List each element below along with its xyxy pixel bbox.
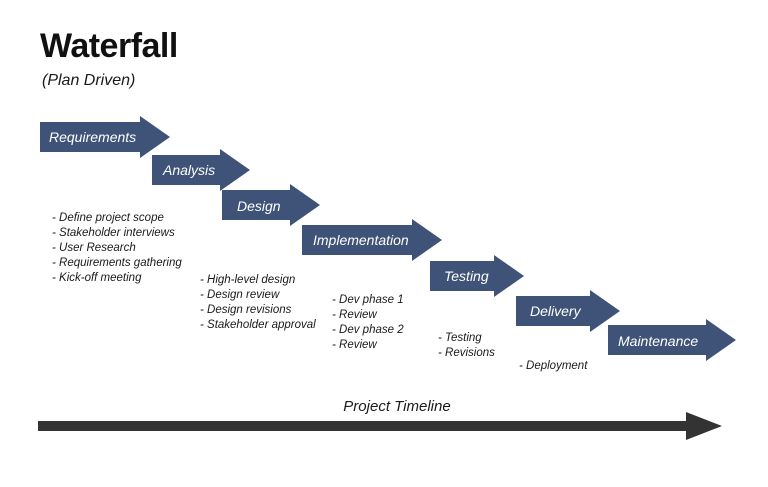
- note-line: - Stakeholder interviews: [52, 227, 175, 239]
- phase-arrow-analysis[interactable]: [152, 149, 250, 191]
- note-line: - Deployment: [519, 360, 588, 372]
- note-line: - User Research: [52, 242, 136, 254]
- notes-testing: - Testing - Revisions: [438, 331, 495, 361]
- note-line: - Design review: [200, 289, 280, 301]
- note-line: - Design revisions: [200, 304, 292, 316]
- note-line: - Kick-off meeting: [52, 272, 142, 284]
- notes-implementation: - Dev phase 1 - Review - Dev phase 2 - R…: [332, 293, 404, 353]
- phase-arrow-delivery[interactable]: [516, 290, 620, 332]
- note-line: - Revisions: [438, 347, 495, 359]
- timeline-label: Project Timeline: [0, 399, 768, 414]
- phase-arrow-maintenance[interactable]: [608, 319, 736, 361]
- note-line: - Stakeholder approval: [200, 319, 316, 331]
- phase-arrow-requirements[interactable]: [40, 116, 170, 158]
- note-line: - Define project scope: [52, 212, 164, 224]
- note-line: - High-level design: [200, 274, 296, 286]
- timeline-arrow: [38, 412, 722, 440]
- note-line: - Review: [332, 339, 377, 351]
- phase-arrow-implementation[interactable]: [302, 219, 442, 261]
- note-line: - Review: [332, 309, 377, 321]
- notes-design: - High-level design - Design review - De…: [200, 273, 316, 333]
- note-line: - Dev phase 1: [332, 294, 404, 306]
- phase-arrow-design[interactable]: [222, 184, 320, 226]
- page-subtitle: (Plan Driven): [42, 72, 136, 89]
- page-title: Waterfall: [40, 27, 178, 65]
- note-line: - Requirements gathering: [52, 257, 182, 269]
- note-line: - Testing: [438, 332, 482, 344]
- notes-delivery: - Deployment: [519, 359, 587, 374]
- timeline-label-text: Project Timeline: [343, 398, 451, 415]
- phase-arrow-testing[interactable]: [430, 255, 524, 297]
- note-line: - Dev phase 2: [332, 324, 404, 336]
- notes-requirements: - Define project scope - Stakeholder int…: [52, 211, 182, 286]
